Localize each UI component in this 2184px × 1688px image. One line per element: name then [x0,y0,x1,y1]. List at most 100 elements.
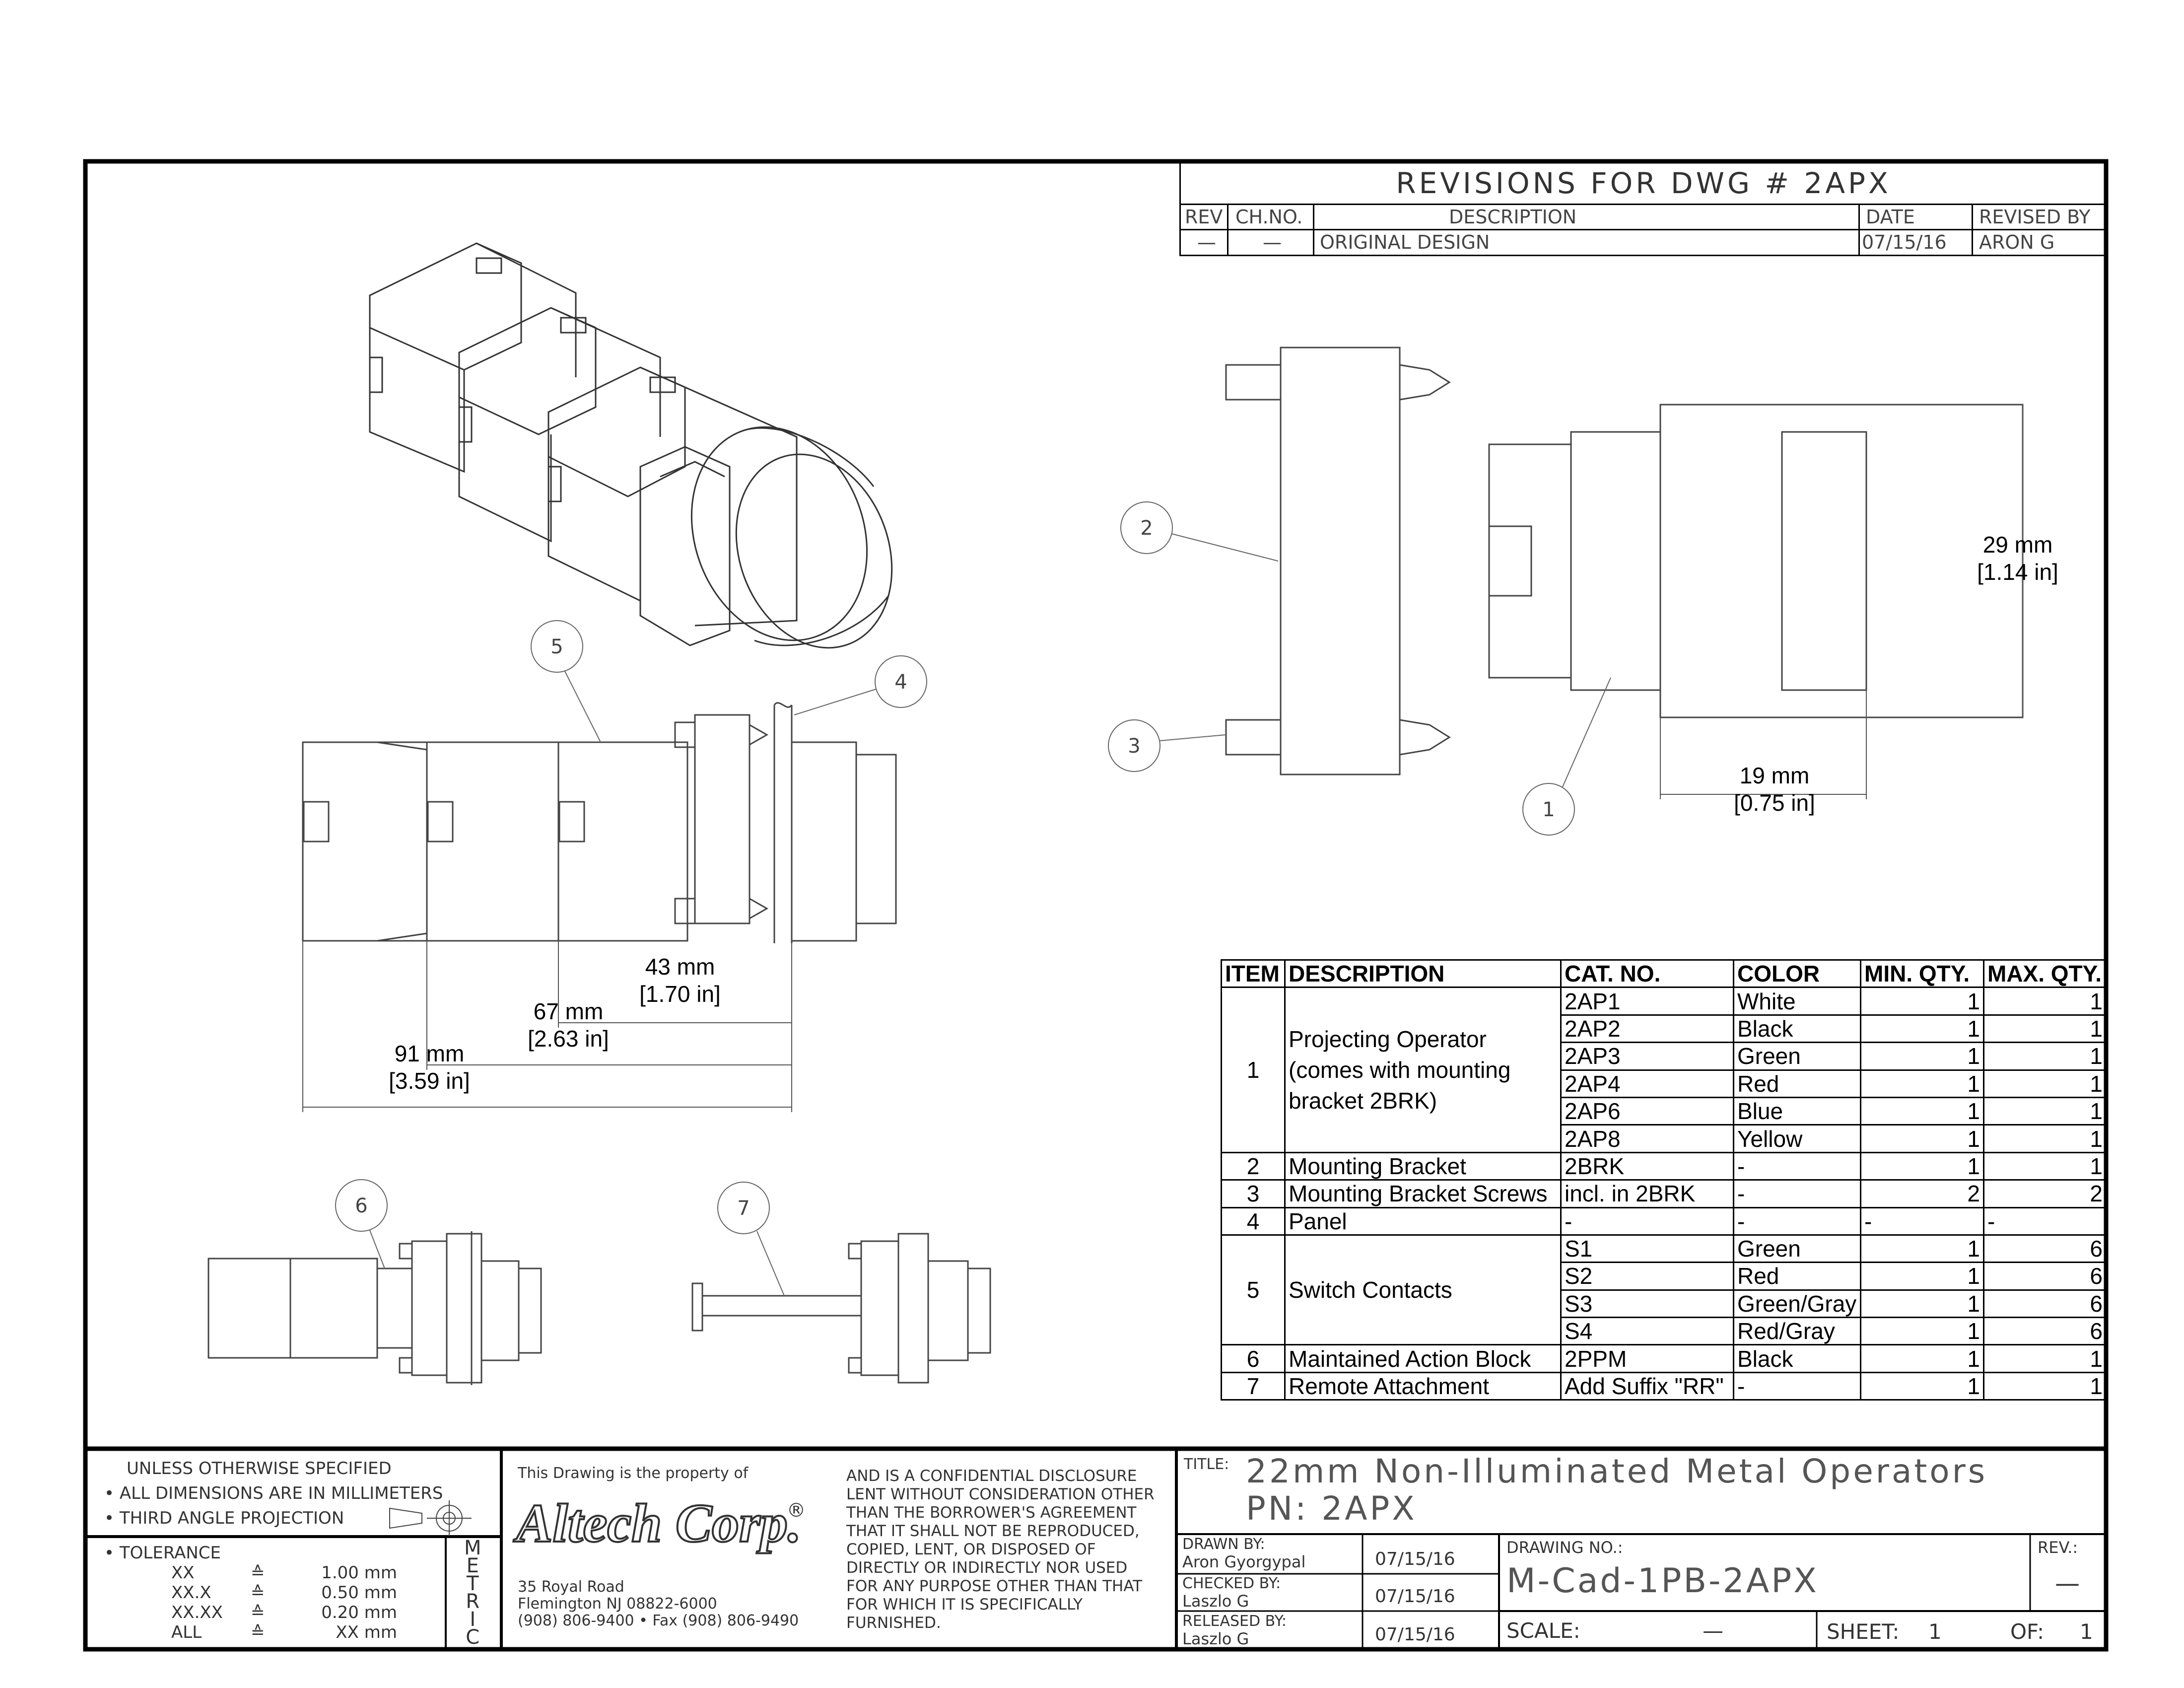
item-number-cell: 6 [1221,1344,1286,1373]
description-cell: Panel [1284,1206,1562,1236]
cat-no-cell: S2 [1560,1262,1734,1291]
table-row: 5 Switch Contacts S1 Green 1 6 [1221,1234,2107,1346]
rev-header-description: DESCRIPTION [1449,206,1577,228]
dim-91: 91 mm [3.59 in] [372,1040,486,1095]
item-1-description-line: (comes with mounting [1289,1057,1511,1083]
max-qty-cell: 1 [1983,1124,2107,1153]
max-qty-cell: 1 [1983,1096,2107,1126]
rev-header-chno: CH.NO. [1235,206,1303,228]
description-cell: Mounting Bracket Screws [1284,1179,1562,1208]
min-qty-cell: - [1860,1206,1984,1236]
tolerance-value: XX mm [336,1622,397,1642]
metric-label: M E T R I C [464,1538,481,1647]
header-cat-no: CAT. NO. [1560,959,1734,988]
max-qty-cell: 1 [1983,1371,2107,1401]
bracket-view [1225,347,1451,775]
checked-date: 07/15/16 [1375,1586,1455,1607]
table-row: 7 Remote Attachment Add Suffix "RR" - 1 … [1221,1371,2107,1401]
sheet-label: SHEET: [1827,1619,1900,1644]
header-max-qty: MAX. QTY. [1983,959,2107,988]
balloon-2 [1120,501,1173,554]
dimension-lines-side [302,941,792,1112]
cat-no-cell: incl. in 2BRK [1560,1179,1734,1208]
balloons [335,501,1611,1296]
color-cell: - [1733,1206,1861,1236]
dim-29: 29 mm [1.14 in] [1961,531,2075,586]
rev-header-date: DATE [1866,206,1915,228]
third-angle-projection-symbol [389,1500,472,1536]
metric-letter: E [466,1554,479,1577]
checked-by-label: CHECKED BY: [1182,1575,1281,1592]
dim-67-mm: 67 mm [533,998,604,1024]
balloon-label-6: 6 [355,1195,367,1217]
table-row: 2 Mounting Bracket 2BRK - 1 1 [1221,1151,2107,1181]
item-number-cell: 3 [1221,1179,1286,1208]
rev-value: — [2055,1569,2080,1598]
tolerance-key: XX.X [171,1583,211,1603]
disclosure-line: THAT IT SHALL NOT BE REPRODUCED, [846,1522,1140,1540]
min-qty-cell: 1 [1860,1124,1984,1153]
color-cell: Green/Gray [1733,1289,1861,1319]
released-by-label: RELEASED BY: [1182,1613,1287,1630]
address-line: Flemington NJ 08822-6000 [518,1595,717,1613]
balloon-label-4: 4 [894,671,907,694]
drawing-title: 22mm Non-Illuminated Metal Operators [1246,1452,1988,1490]
item-number-cell: 4 [1221,1206,1286,1236]
balloon-label-2: 2 [1140,517,1153,540]
description-cell: Remote Attachment [1284,1371,1562,1401]
cat-no-cell: 2AP6 [1560,1096,1734,1126]
cat-no-cell: 2PPM [1560,1344,1734,1373]
drawn-date: 07/15/16 [1375,1549,1455,1569]
table-row: 4 Panel - - - - [1221,1206,2107,1236]
max-qty-cell: - [1983,1206,2107,1236]
max-qty-cell: 1 [1983,1042,2107,1071]
dim-29-in: [1.14 in] [1977,559,2058,585]
tolerance-key: XX.XX [171,1603,223,1622]
balloon-numbers: 1 2 3 4 5 6 7 [355,517,1555,1220]
disclosure-line: THAN THE BORROWER'S AGREEMENT [846,1504,1137,1522]
rev-label: REV.: [2038,1538,2078,1557]
metric-letter: R [466,1590,480,1613]
header-description: DESCRIPTION [1284,959,1562,988]
table-row: S4 Red/Gray 1 6 [1222,1317,2107,1346]
cat-no-cell: S1 [1560,1234,1734,1264]
color-cell: Red/Gray [1733,1317,1861,1346]
balloon-3 [1108,719,1160,772]
drawn-by-label: DRAWN BY: [1182,1536,1265,1553]
dim-91-in: [3.59 in] [389,1068,470,1094]
color-cell: Blue [1733,1096,1861,1126]
rev-row-description: ORIGINAL DESIGN [1320,231,1490,253]
dim-43-in: [1.70 in] [639,981,721,1007]
min-qty-cell: 2 [1860,1179,1984,1208]
dim-19-in: [0.75 in] [1734,790,1815,816]
scale-label: SCALE: [1506,1618,1580,1643]
tolerance-value: 1.00 mm [321,1563,397,1583]
color-cell: Green [1733,1234,1861,1264]
table-row: 2AP6 Blue 1 1 [1222,1096,2107,1126]
item-1-number: 1 [1221,986,1286,1153]
cat-no-cell: - [1560,1206,1734,1236]
cat-no-cell: 2AP1 [1560,986,1734,1016]
min-qty-cell: 1 [1860,1344,1984,1373]
max-qty-cell: 2 [1983,1179,2107,1208]
drawn-by-name: Aron Gyorgypal [1182,1552,1306,1571]
note-projection: • THIRD ANGLE PROJECTION [104,1508,344,1528]
color-cell: Red [1733,1069,1861,1098]
min-qty-cell: 1 [1860,1014,1984,1044]
tolerance-key: XX [171,1563,195,1583]
revisions-title: REVISIONS FOR DWG # 2APX [1396,166,1891,200]
disclosure-text: AND IS A CONFIDENTIAL DISCLOSURE LENT WI… [846,1467,1155,1632]
disclosure-line: FOR WHICH IT IS SPECIFICALLY [846,1596,1083,1614]
table-row: 1 Projecting Operator (comes with mounti… [1221,986,2107,1153]
max-qty-cell: 6 [1983,1289,2107,1319]
description-cell: Mounting Bracket [1284,1151,1562,1181]
dim-19: 19 mm [0.75 in] [1717,762,1832,817]
rev-row-revised-by: ARON G [1979,231,2055,253]
disclosure-line: AND IS A CONFIDENTIAL DISCLOSURE [846,1467,1137,1485]
title-block-lines [85,1449,2106,1649]
drawing-part-number: PN: 2APX [1246,1489,1417,1528]
item-1-description: Projecting Operator (comes with mounting… [1284,986,1562,1153]
table-row: 6 Maintained Action Block 2PPM Black 1 1 [1221,1344,2107,1373]
min-qty-cell: 1 [1860,1262,1984,1291]
